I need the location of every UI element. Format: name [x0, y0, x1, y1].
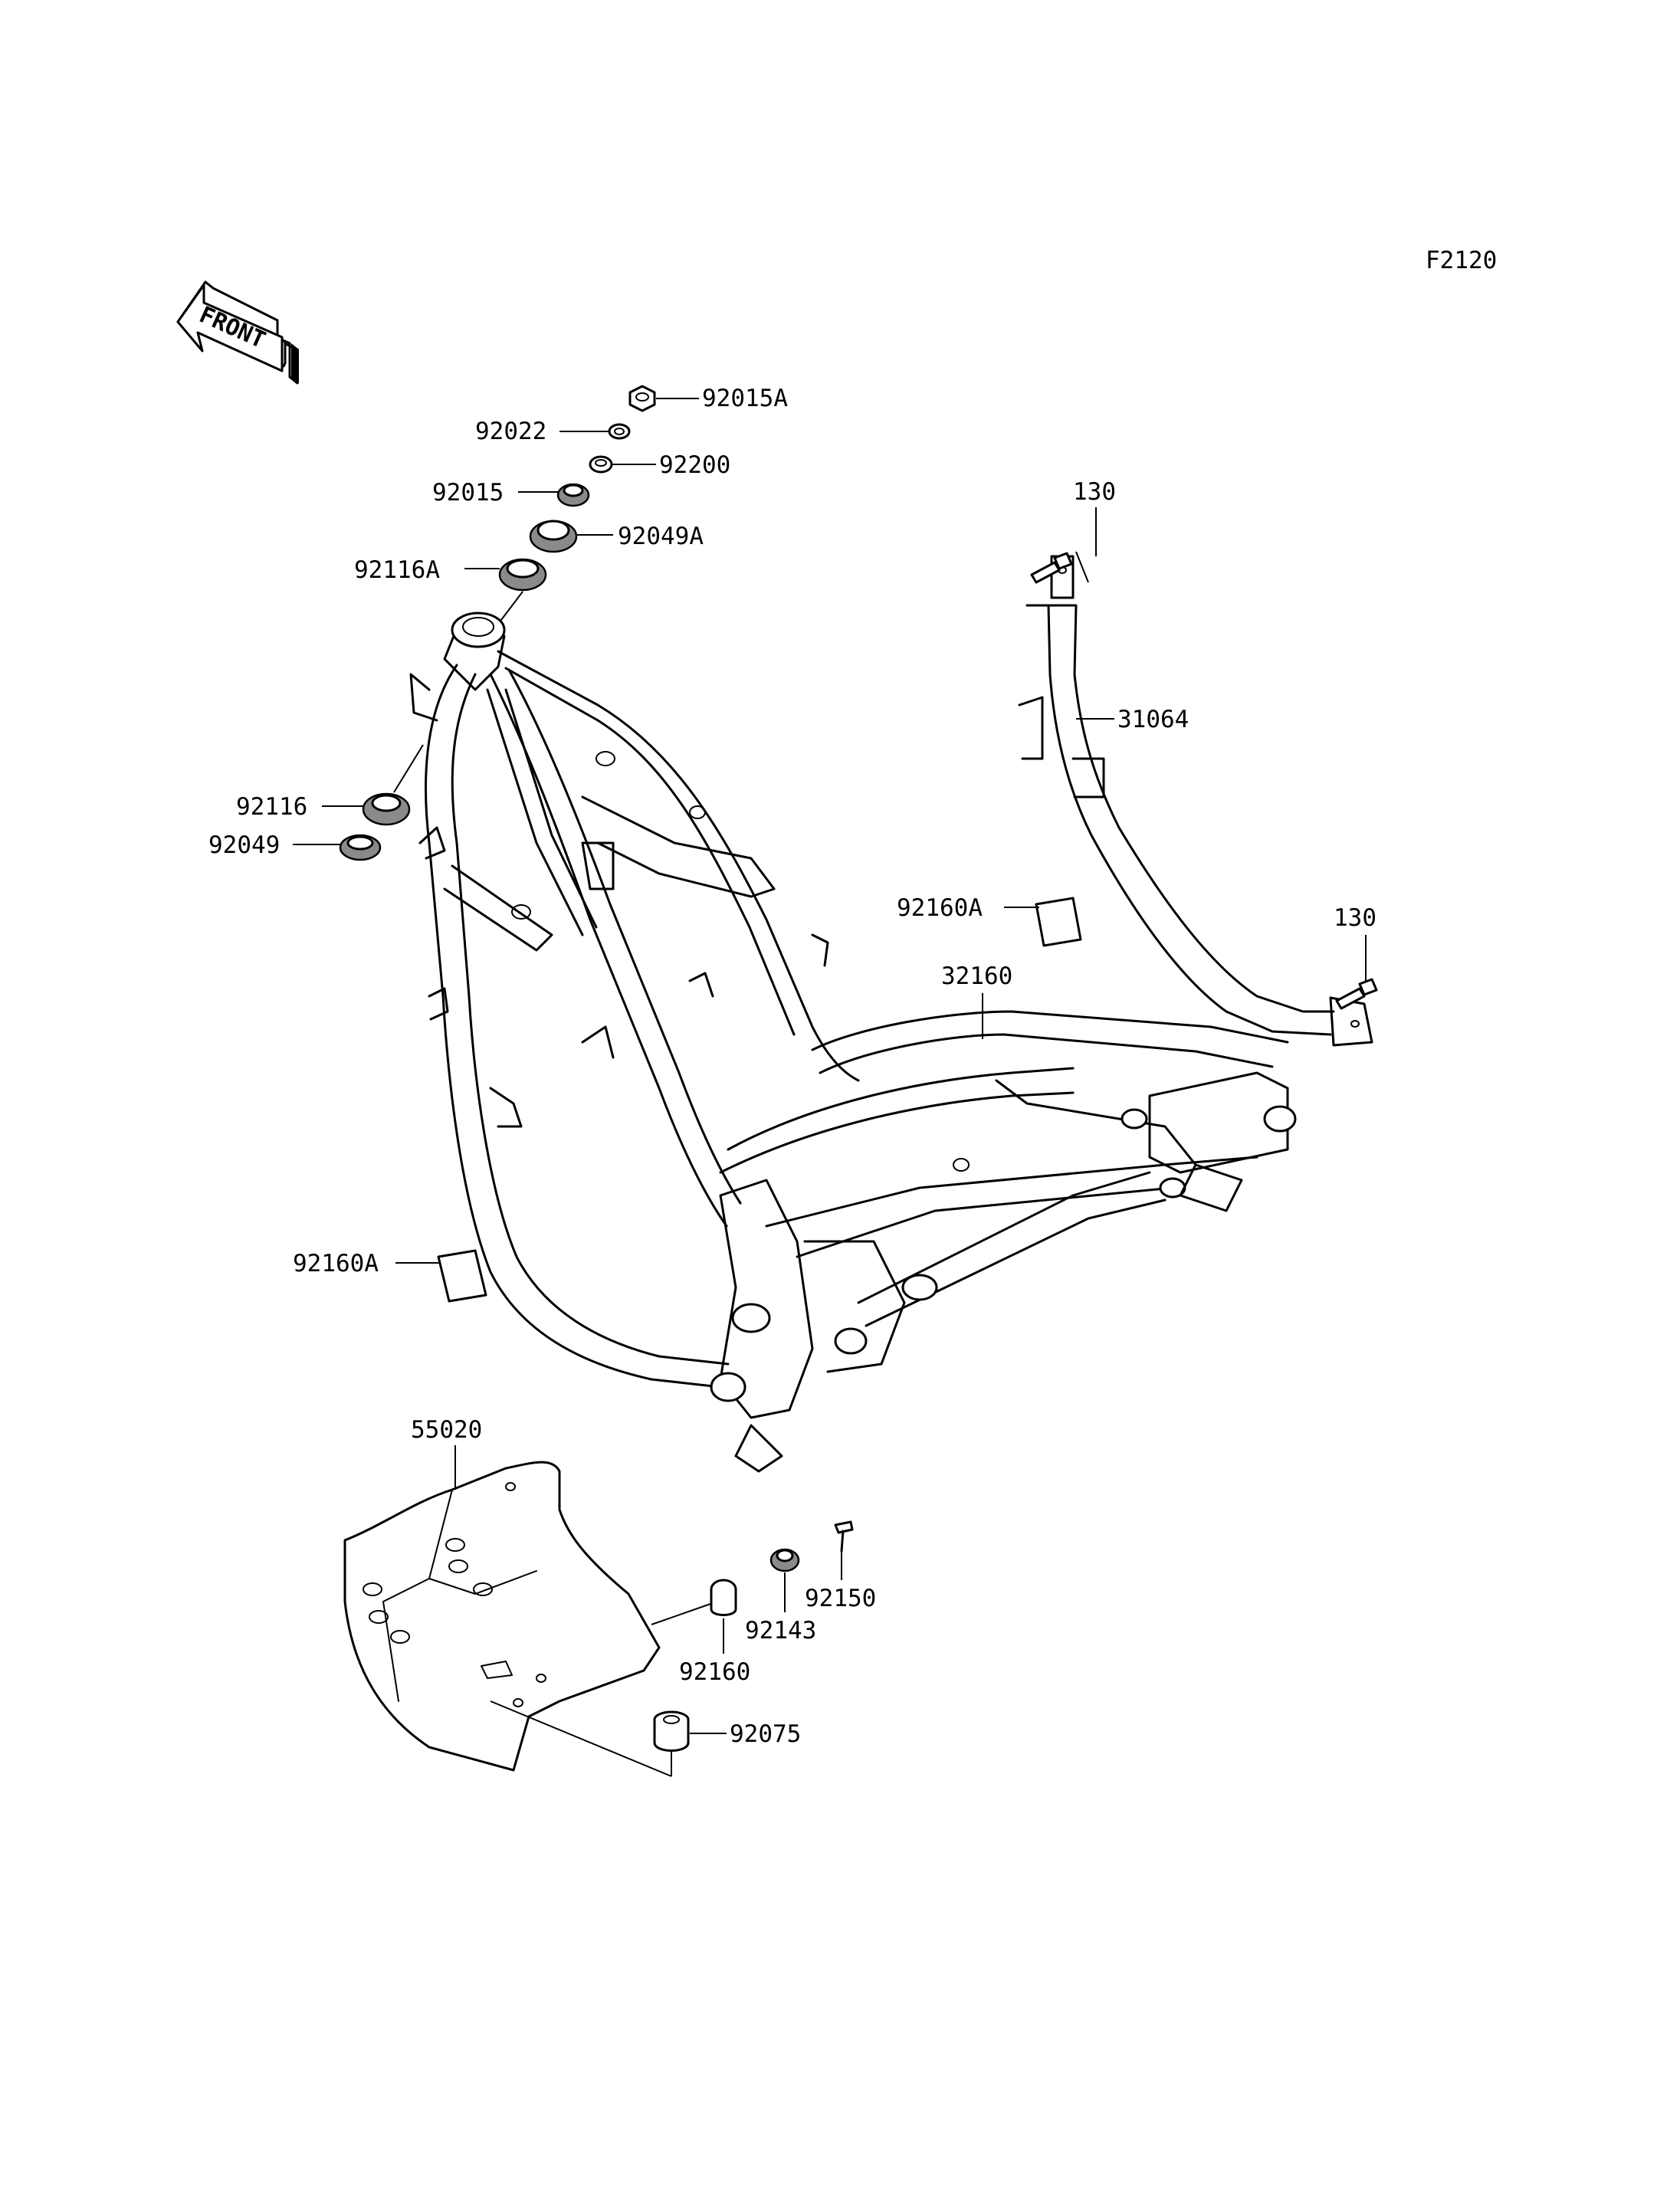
collar-92160-icon	[710, 1579, 737, 1616]
label-92143: 92143	[745, 1617, 816, 1644]
label-92075: 92075	[730, 1720, 801, 1748]
lower-bearing-parts	[293, 744, 424, 861]
label-92150: 92150	[805, 1585, 876, 1612]
bolt-130-top-icon	[1030, 552, 1073, 584]
block-92160A-left-icon	[437, 1249, 487, 1303]
label-92015A: 92015A	[702, 385, 788, 412]
front-arrow-icon: FRONT	[176, 280, 299, 385]
label-92049: 92049	[208, 831, 280, 859]
label-92200: 92200	[659, 451, 730, 479]
bolt-130-right-icon	[1335, 978, 1378, 1010]
label-92160A-left: 92160A	[293, 1250, 379, 1277]
grommet-92143-icon	[769, 1548, 800, 1572]
label-92049A: 92049A	[618, 523, 704, 550]
label-55020: 55020	[411, 1416, 482, 1444]
collar-92075-icon	[653, 1710, 690, 1752]
figure-code: F2120	[1426, 247, 1497, 274]
frame-subframe	[1018, 551, 1373, 1047]
label-92116A: 92116A	[354, 556, 440, 584]
label-31064: 31064	[1117, 706, 1189, 733]
label-32160: 32160	[941, 962, 1012, 990]
label-130-right: 130	[1334, 904, 1376, 932]
label-92015: 92015	[432, 479, 504, 507]
frame-main	[409, 612, 1297, 1473]
skid-plate	[343, 1461, 661, 1772]
label-92160A-right: 92160A	[897, 894, 983, 922]
steering-hardware	[464, 385, 699, 637]
label-92022: 92022	[475, 418, 546, 445]
label-92116: 92116	[236, 793, 307, 821]
bolt-92150-icon	[834, 1520, 854, 1553]
label-130-top: 130	[1073, 478, 1116, 506]
nut-92015A-icon	[628, 385, 656, 412]
block-92160A-right-icon	[1035, 897, 1082, 947]
label-92160: 92160	[679, 1658, 750, 1686]
